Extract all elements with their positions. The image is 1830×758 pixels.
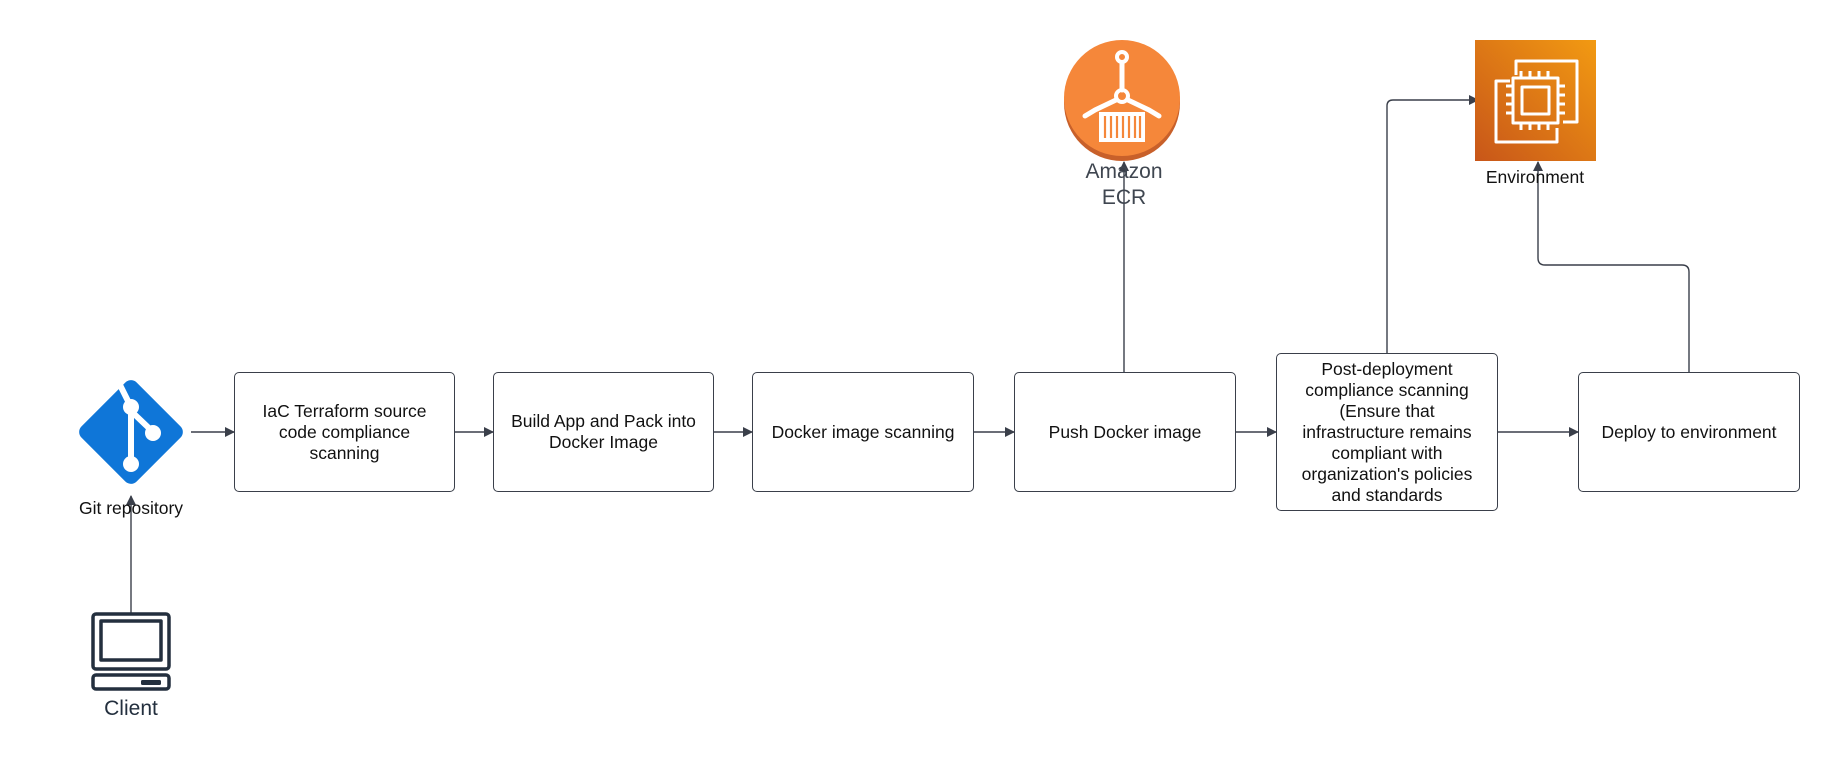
- amazon-ecr-label-line1: Amazon: [1085, 160, 1163, 183]
- amazon-ecr-label: Amazon ECR: [1064, 159, 1184, 211]
- step-deploy-to-environment-label: Deploy to environment: [1601, 421, 1777, 442]
- step-docker-image-scanning: Docker image scanning: [752, 372, 974, 492]
- git-icon: [79, 380, 183, 484]
- step-iac-terraform-scanning: IaC Terraform source code compliance sca…: [234, 372, 455, 492]
- ec2-instances-icon: [1475, 40, 1596, 161]
- step-iac-terraform-scanning-label: IaC Terraform source code compliance sca…: [262, 400, 427, 463]
- git-repository-label: Git repository: [78, 498, 184, 518]
- step-docker-image-scanning-label: Docker image scanning: [771, 421, 955, 442]
- step-post-deployment-compliance-scanning-label: Post-deployment compliance scanning (Ens…: [1301, 358, 1473, 505]
- step-build-app-docker-image: Build App and Pack into Docker Image: [493, 372, 714, 492]
- computer-icon: [91, 612, 171, 691]
- environment-label: Environment: [1485, 167, 1585, 187]
- arrow-step6-to-environment: [1533, 161, 1690, 372]
- arrow-step5-to-environment: [1386, 95, 1479, 353]
- step-deploy-to-environment: Deploy to environment: [1578, 372, 1800, 492]
- ecr-container-registry-icon: [1064, 40, 1180, 161]
- step-build-app-docker-image-label: Build App and Pack into Docker Image: [511, 411, 696, 452]
- client-label: Client: [104, 697, 158, 720]
- step-push-docker-image: Push Docker image: [1014, 372, 1236, 492]
- step-post-deployment-compliance-scanning: Post-deployment compliance scanning (Ens…: [1276, 353, 1498, 511]
- step-push-docker-image-label: Push Docker image: [1048, 421, 1202, 442]
- amazon-ecr-label-line2: ECR: [1101, 186, 1147, 209]
